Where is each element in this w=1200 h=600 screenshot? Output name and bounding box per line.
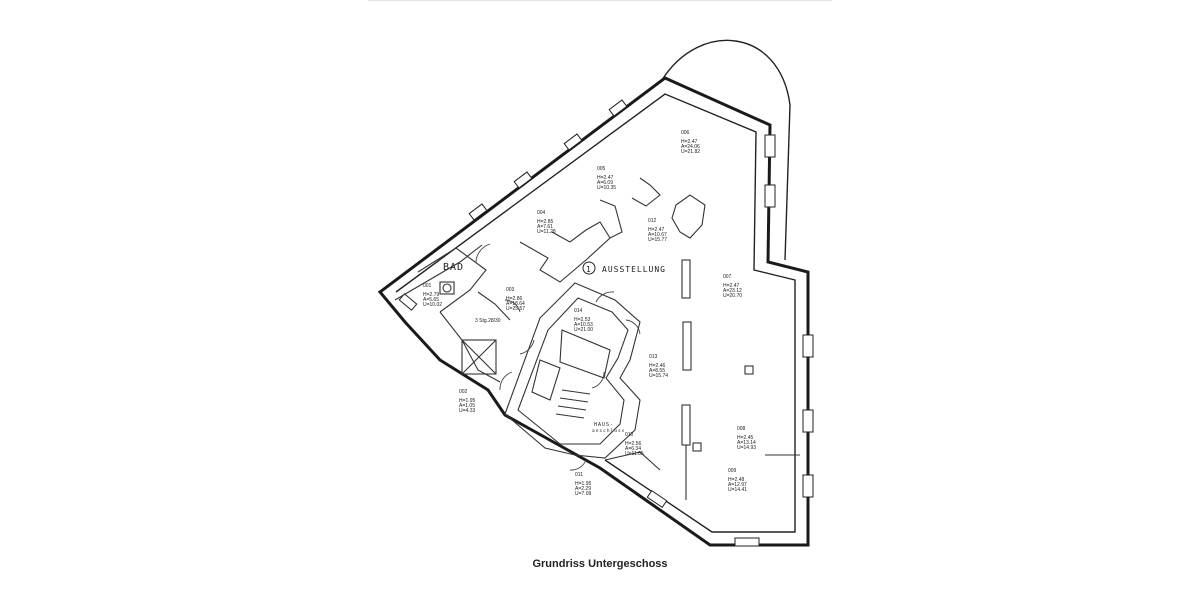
circle-number: 1 [586,265,592,274]
room-009-h: H=2.48 [728,477,744,483]
room-014-u: U=21.00 [574,327,593,333]
room-010-id: 010 [625,432,634,438]
room-014-a: A=10.53 [574,322,593,328]
rounded-bay-outline [661,39,791,261]
room-005-h: H=2.47 [597,175,613,181]
ausstellung-label: AUSSTELLUNG [602,265,666,274]
room-004-id: 004 [537,210,546,216]
room-003-h: H=2.86 [506,296,522,302]
room-013-h: H=2.46 [649,363,665,369]
room-004-h: H=2.85 [537,219,553,225]
room-010-u: U=11.85 [625,451,644,457]
room-007-id: 007 [723,274,732,280]
room-002-a: A=1.05 [459,403,475,409]
room-003-a: A=18.64 [506,301,525,307]
room-006-a: A=24.06 [681,144,700,150]
room-009-u: U=14.41 [728,487,747,493]
room-003-u: U=25.57 [506,306,525,312]
room-006-u: U=21.82 [681,149,700,155]
top-rule [368,0,832,1]
stair-label: 3 Stg.28/30 [475,318,501,324]
room-006-id: 006 [681,130,690,136]
room-013-a: A=8.55 [649,368,665,374]
room-013-id: 013 [649,354,658,360]
room-008-a: A=13.14 [737,440,756,446]
room-001-h: H=2.79 [423,292,439,298]
room-010-a: A=6.34 [625,446,641,452]
circle-marker [582,261,596,275]
room-002-id: 002 [459,389,468,395]
room-005-a: A=6.09 [597,180,613,186]
room-005-u: U=10.35 [597,185,616,191]
room-008-h: H=2.45 [737,435,753,441]
room-007-u: U=20.70 [723,293,742,299]
bad-label: BAD [443,262,464,273]
room-012-u: U=15.77 [648,237,667,243]
room-007-h: H=2.47 [723,283,739,289]
room-014-id: 014 [574,308,583,314]
room-013-u: U=15.74 [649,373,668,379]
room-009-a: A=12.97 [728,482,747,488]
room-011-a: A=2.29 [575,486,591,492]
room-012-a: A=10.67 [648,232,667,238]
room-005-id: 005 [597,166,606,172]
room-002-u: U=4.33 [459,408,475,414]
room-012-h: H=2.47 [648,227,664,233]
room-001-a: A=5.65 [423,297,439,303]
room-004-u: U=11.28 [537,229,556,235]
doors [475,243,641,471]
partitions [394,177,800,500]
room-001-id: 001 [423,283,432,289]
room-009-id: 009 [728,468,737,474]
room-010-h: H=2.56 [625,441,641,447]
room-006-h: H=2.47 [681,139,697,145]
room-004-a: A=7.61 [537,224,553,230]
room-012-id: 012 [648,218,657,224]
room-labels: 001H=2.79A=5.65U=10.02002H=1.95A=1.05U=4… [423,130,756,497]
plan-caption: Grundriss Untergeschoss [532,558,668,570]
room-011-u: U=7.09 [575,491,591,497]
hausanschluss-label-2: anschluss [592,428,625,434]
room-002-h: H=1.95 [459,398,475,404]
room-007-a: A=23.12 [723,288,742,294]
room-008-u: U=14.93 [737,445,756,451]
windows [398,99,814,547]
room-003-id: 003 [506,287,515,293]
room-001-u: U=10.02 [423,302,442,308]
room-011-id: 011 [575,472,583,478]
room-014-h: H=2.53 [574,317,590,323]
outer-wall [377,76,810,547]
room-008-id: 008 [737,426,746,432]
hausanschluss-label-1: HAUS- [594,422,614,428]
room-011-h: H=1.95 [575,481,591,487]
inner-wall-line [395,93,796,533]
